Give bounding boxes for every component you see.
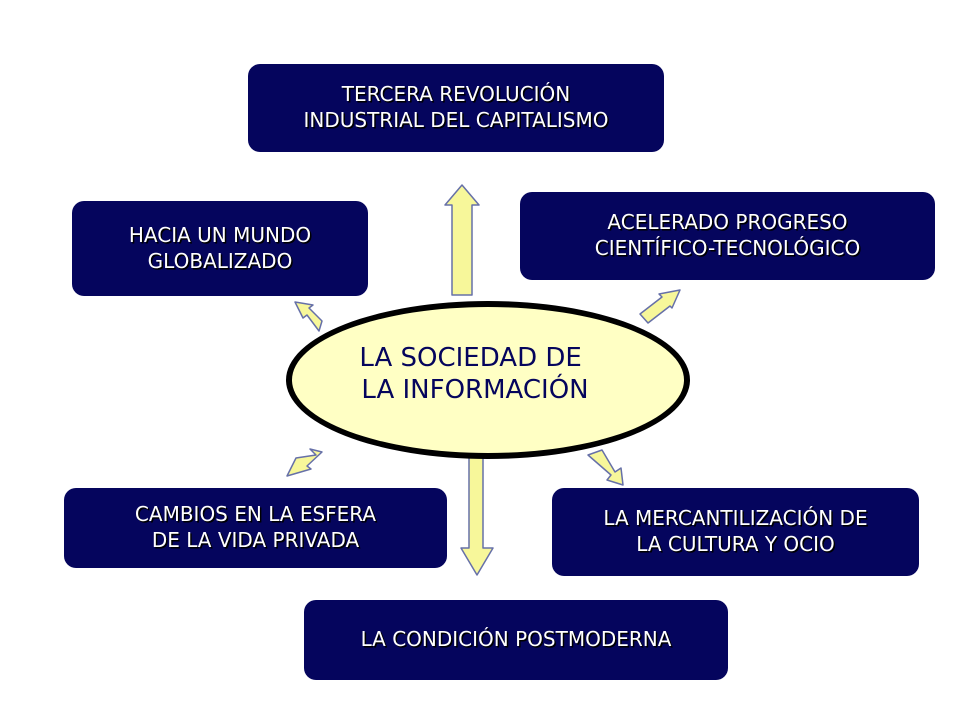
- node-line: INDUSTRIAL DEL CAPITALISMO: [303, 108, 609, 132]
- arrow-to-lower-left: [286, 448, 323, 477]
- central-ellipse: LA SOCIEDAD DE LA INFORMACIÓN: [286, 301, 690, 459]
- arrow-to-upper-left: [294, 301, 323, 332]
- arrow-to-lower-right: [587, 449, 624, 486]
- node-line: CIENTÍFICO-TECNOLÓGICO: [594, 236, 861, 260]
- node-line: LA CULTURA Y OCIO: [636, 532, 835, 556]
- node-line: TERCERA REVOLUCIÓN: [341, 82, 571, 107]
- arrow-to-upper-right: [639, 289, 681, 324]
- central-line: LA INFORMACIÓN: [361, 375, 589, 405]
- node-line: ACELERADO PROGRESO: [607, 210, 848, 235]
- node-line: GLOBALIZADO: [147, 248, 293, 273]
- node-line: DE LA VIDA PRIVADA: [151, 528, 360, 552]
- central-line: LA SOCIEDAD DE: [359, 342, 582, 373]
- node-condicion-postmoderna: LA CONDICIÓN POSTMODERNA: [304, 600, 728, 680]
- arrow-to-top: [444, 184, 480, 296]
- node-line: CAMBIOS EN LA ESFERA: [134, 502, 377, 527]
- arrow-to-bottom: [460, 455, 494, 576]
- node-line: LA MERCANTILIZACIÓN DE: [603, 506, 868, 531]
- node-line: HACIA UN MUNDO: [128, 222, 312, 247]
- node-line: LA CONDICIÓN POSTMODERNA: [360, 627, 672, 652]
